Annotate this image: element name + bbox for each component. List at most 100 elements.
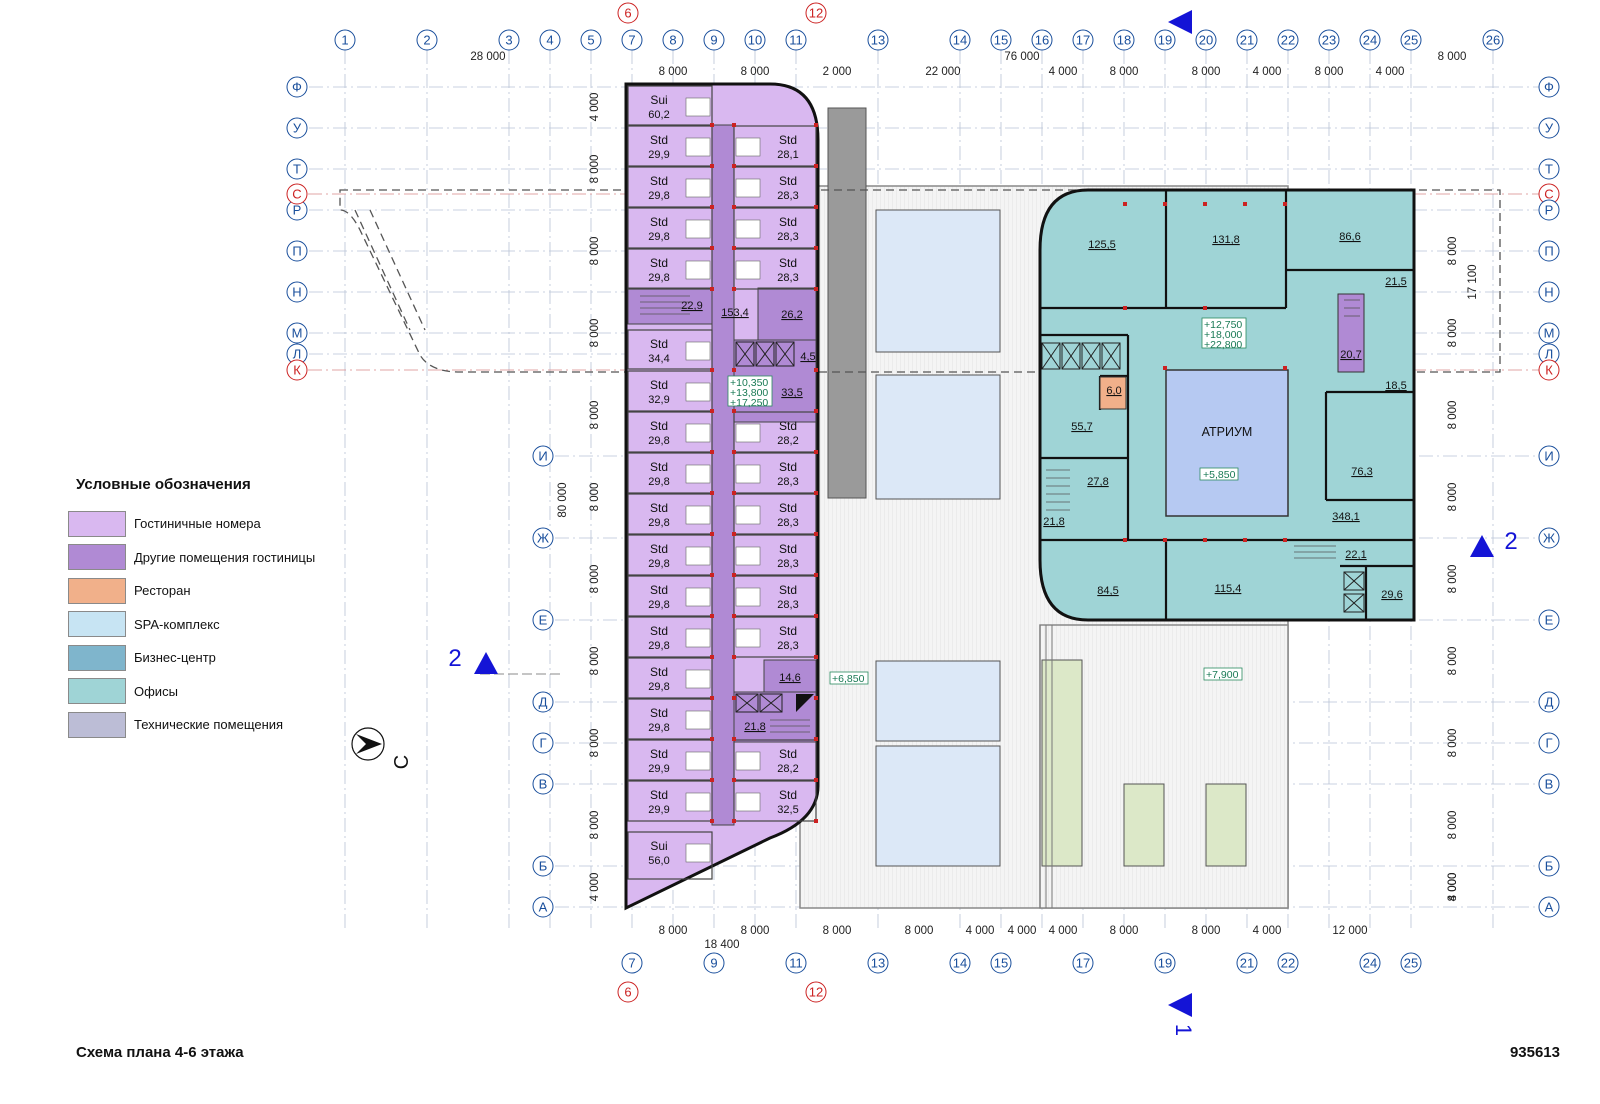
axis-top-5-label: 5	[587, 33, 594, 48]
axis-top-7-label: 7	[628, 33, 635, 48]
axis-top-3-label: 3	[505, 33, 512, 48]
room-area: 32,9	[648, 394, 669, 406]
office-room-1: 125,5	[1088, 239, 1116, 251]
legend-swatch	[68, 544, 126, 571]
bath-icon	[735, 751, 761, 771]
dim-bottom-seg: 8 000	[905, 925, 934, 937]
dim-bottom-seg: 8 000	[659, 925, 688, 937]
legend-item: Другие помещения гостиницы	[68, 541, 368, 575]
axis-top-1: 1	[334, 29, 356, 51]
room-area: 28,3	[777, 558, 798, 570]
dim-bottom-seg: 4 000	[1253, 925, 1282, 937]
bath-icon	[685, 505, 711, 525]
hotel-room-left	[627, 166, 713, 208]
axis-right-М: М	[1538, 322, 1560, 344]
axis-left-М: М	[286, 322, 308, 344]
plan-caption: Схема плана 4-6 этажа	[76, 1044, 244, 1061]
axis-right-И: И	[1538, 445, 1560, 467]
axis-left-И-label: И	[538, 449, 547, 464]
room-type: Std	[650, 419, 668, 433]
dim-left-seg: 4 000	[589, 93, 601, 122]
axis-left-Ф: Ф	[286, 76, 308, 98]
axis-bottom-11-label: 11	[789, 956, 803, 971]
bath-icon	[685, 546, 711, 566]
axis-top-11-label: 11	[789, 33, 803, 48]
axis-right-Г: Г	[1538, 732, 1560, 754]
section-markers: 1 2 2	[448, 10, 1518, 1036]
axis-left-Т: Т	[286, 158, 308, 180]
axis-right-Н-label: Н	[1544, 285, 1553, 300]
room-type: Std	[650, 542, 668, 556]
dim-right-seg: 8 000	[1447, 483, 1459, 512]
axis-red-top-6-label: 6	[624, 6, 631, 21]
axis-top-8: 8	[662, 29, 684, 51]
axis-top-18: 18	[1113, 29, 1135, 51]
axis-right-В: В	[1538, 773, 1560, 795]
legend-label: Бизнес-центр	[134, 650, 216, 666]
axis-top-9: 9	[703, 29, 725, 51]
bath-icon	[685, 97, 711, 117]
legend-swatch	[68, 678, 126, 705]
office-room-15: 115,4	[1215, 583, 1242, 595]
room-type: Std	[779, 583, 797, 597]
axis-top-8-label: 8	[669, 33, 676, 48]
dim-left-seg: 8 000	[589, 729, 601, 758]
axis-left-Ж-label: Ж	[537, 531, 549, 546]
dim-top-seg: 2 000	[823, 66, 852, 78]
room-area: 29,9	[648, 804, 669, 816]
dim-right-seg: 8 000	[1447, 873, 1459, 902]
column-mark	[732, 409, 736, 413]
axis-top-2-label: 2	[423, 33, 430, 48]
axis-right-Ф-label: Ф	[1544, 80, 1554, 95]
dim-left-seg: 4 000	[589, 873, 601, 902]
hotel-room-left	[627, 698, 713, 740]
bath-icon	[685, 751, 711, 771]
axis-left-Н: Н	[286, 281, 308, 303]
section-1-label: 1	[1171, 1024, 1196, 1036]
room-type: Sui	[650, 839, 667, 853]
column-mark	[814, 164, 818, 168]
legend-item: Ресторан	[68, 574, 368, 608]
legend-label: Технические помещения	[134, 717, 284, 733]
axis-left-В: В	[532, 773, 554, 795]
axis-top-20: 20	[1195, 29, 1217, 51]
axis-left-Е-label: Е	[539, 613, 548, 628]
legend-item: SPA-комплекс	[68, 608, 368, 642]
column-mark	[814, 491, 818, 495]
level-tags	[727, 317, 1247, 685]
axis-left-М-label: М	[292, 326, 303, 341]
column-mark	[710, 164, 714, 168]
dim-right-total: 17 100	[1467, 264, 1479, 299]
axis-right-Ф: Ф	[1538, 76, 1560, 98]
bath-icon	[735, 628, 761, 648]
office-level-3: +22,800	[1204, 339, 1242, 351]
column-mark	[814, 737, 818, 741]
column-mark	[710, 737, 714, 741]
column-mark	[814, 123, 818, 127]
office-room-12: 348,1	[1332, 511, 1360, 523]
axis-left-Е: Е	[532, 609, 554, 631]
axis-red-bottom-12-label: 12	[809, 985, 823, 1000]
hotel-room-right	[733, 452, 817, 494]
axis-bottom-17: 17	[1072, 952, 1094, 974]
dim-bottom-seg: 12 000	[1332, 925, 1367, 937]
column-mark	[814, 778, 818, 782]
hotel-room-left	[627, 452, 713, 494]
hotel-room-left	[627, 739, 713, 781]
axis-red-top-6: 6	[617, 2, 639, 24]
room-area: 28,3	[777, 640, 798, 652]
bath-icon	[735, 792, 761, 812]
axis-top-16: 16	[1031, 29, 1053, 51]
room-type: Std	[779, 788, 797, 802]
legend-item: Бизнес-центр	[68, 641, 368, 675]
axis-right-Т-label: Т	[1545, 162, 1553, 177]
axis-left-Н-label: Н	[292, 285, 301, 300]
column-mark	[814, 205, 818, 209]
column-mark	[814, 573, 818, 577]
room-area: 28,3	[777, 517, 798, 529]
axis-left-red-С-label: С	[292, 187, 301, 202]
axis-bottom-24-label: 24	[1363, 956, 1377, 971]
bath-icon	[735, 505, 761, 525]
room-type: Std	[650, 706, 668, 720]
